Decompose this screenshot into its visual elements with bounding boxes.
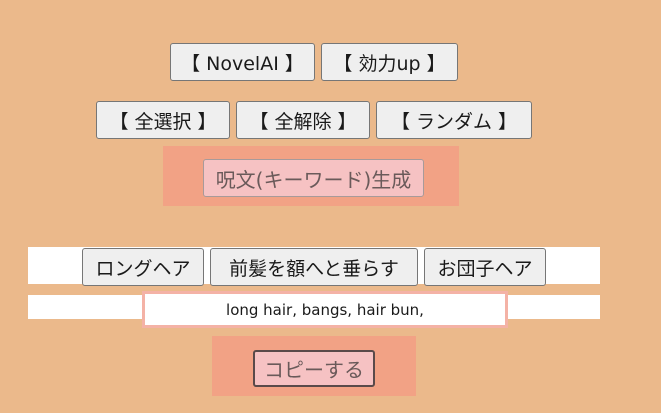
select-all-button[interactable]: 【 全選択 】 — [96, 101, 230, 139]
random-button[interactable]: 【 ランダム 】 — [376, 101, 532, 139]
effect-up-button[interactable]: 【 効力up 】 — [321, 43, 458, 81]
keyword-bangs-button[interactable]: 前髪を額へと垂らす — [210, 248, 418, 286]
copy-button[interactable]: コピーする — [253, 350, 375, 387]
deselect-all-button[interactable]: 【 全解除 】 — [236, 101, 370, 139]
keyword-long-hair-button[interactable]: ロングヘア — [82, 248, 204, 286]
generate-spell-button[interactable]: 呪文(キーワード)生成 — [203, 159, 424, 197]
keyword-output-field[interactable]: long hair, bangs, hair bun, — [142, 291, 508, 328]
novelai-button[interactable]: 【 NovelAI 】 — [170, 43, 315, 81]
keyword-hair-bun-button[interactable]: お団子ヘア — [424, 248, 546, 286]
